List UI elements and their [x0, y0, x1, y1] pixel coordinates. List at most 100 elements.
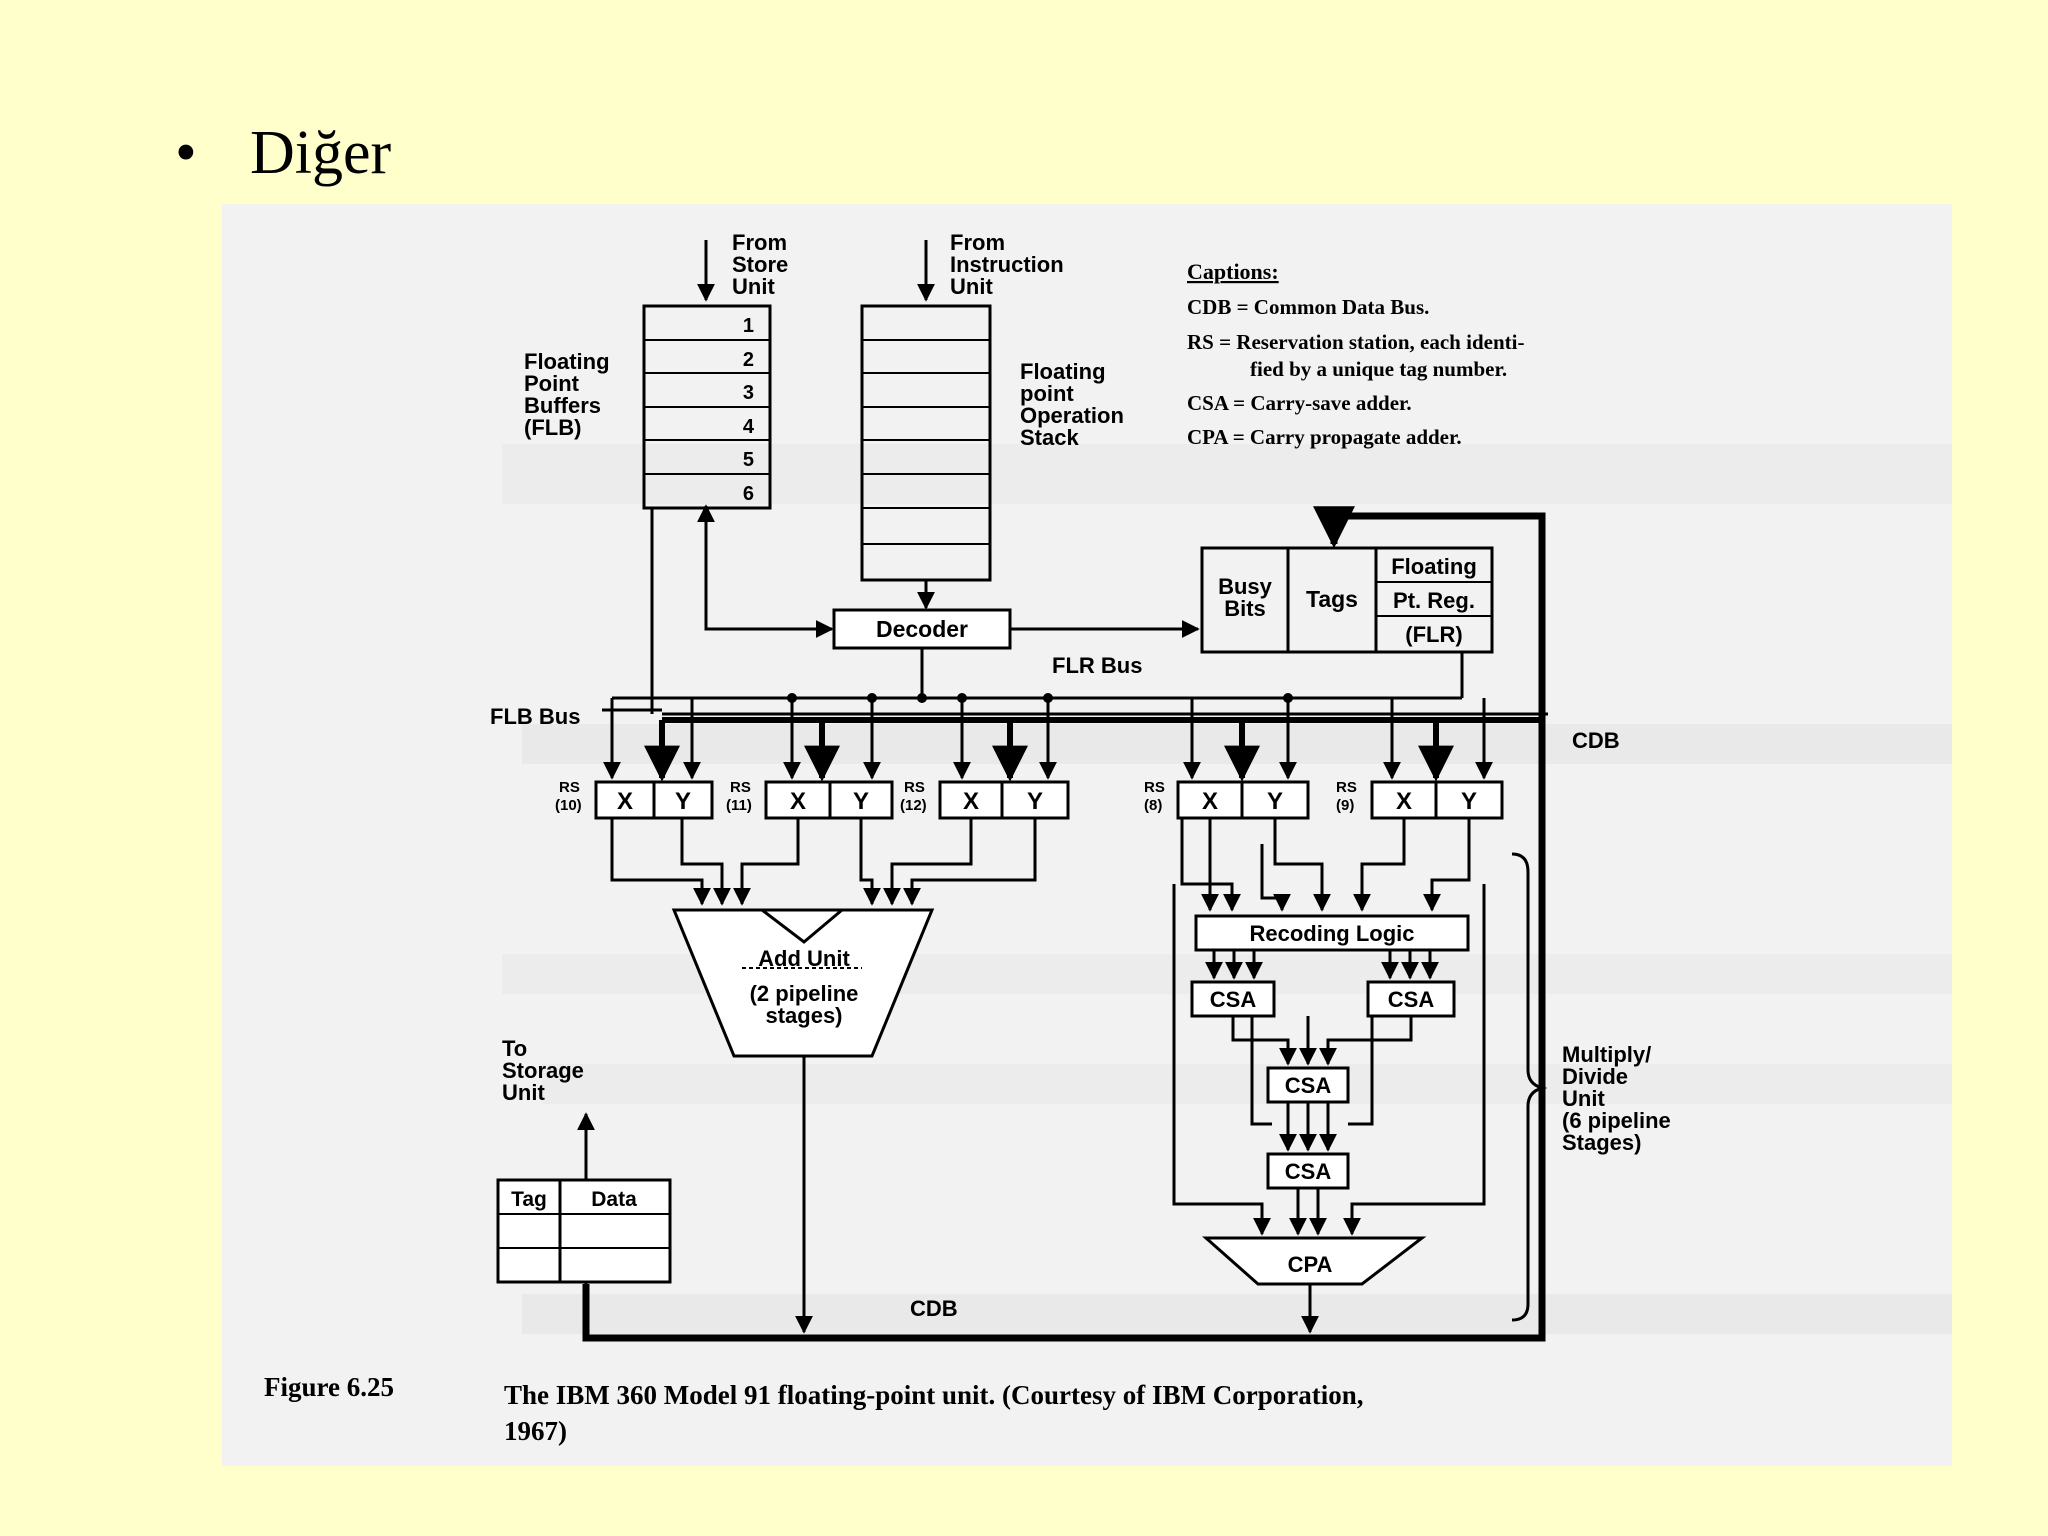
- cpa-label: CPA: [1288, 1252, 1333, 1277]
- caption-rs: RS = Reservation station, each identi-: [1187, 330, 1524, 354]
- rs-station-11: [764, 780, 894, 820]
- to-storage-line3: Unit: [502, 1080, 545, 1105]
- flb-slot-4: 4: [743, 416, 755, 438]
- busy-bits-line1: Busy: [1218, 574, 1273, 599]
- rs-12-num: (12): [900, 797, 927, 814]
- rs-9-num: (9): [1336, 797, 1354, 814]
- rs-station-12: [938, 780, 1070, 820]
- csa-middle-label: CSA: [1285, 1073, 1332, 1098]
- rs-11-num: (11): [726, 797, 752, 814]
- caption-csa: CSA = Carry-save adder.: [1187, 391, 1412, 415]
- store-data-buffer: [496, 1178, 672, 1284]
- rs-to-adder-wires: [610, 818, 1037, 906]
- multiply-label-line2: Divide: [1562, 1064, 1628, 1089]
- rs-11-tag: RS: [730, 779, 751, 796]
- flb-label-line1: Floating: [524, 349, 610, 374]
- captions-heading: Captions:: [1187, 259, 1279, 284]
- busy-bits-line2: Bits: [1224, 596, 1266, 621]
- from-instruction-line1: From: [950, 230, 1005, 255]
- flb-slot-6: 6: [743, 483, 754, 505]
- figure-caption-line2: 1967): [504, 1416, 567, 1446]
- rs-station-8: [1176, 780, 1310, 820]
- rs-8-x: X: [1202, 788, 1218, 815]
- flb-label-line2: Point: [524, 371, 580, 396]
- csa-block-left: [1190, 980, 1276, 1018]
- slide-title: Diğer: [250, 119, 392, 187]
- flb-label-line4: (FLB): [524, 415, 581, 440]
- rs-8-tag: RS: [1144, 779, 1165, 796]
- from-instruction-line2: Instruction: [950, 252, 1064, 277]
- caption-cpa: CPA = Carry propagate adder.: [1187, 425, 1462, 449]
- rs-8-num: (8): [1144, 797, 1162, 814]
- rs-10-x: X: [617, 788, 633, 815]
- to-storage-line2: Storage: [502, 1058, 584, 1083]
- recoding-logic-label: Recoding Logic: [1250, 921, 1415, 946]
- bullet-dot: •: [175, 119, 197, 187]
- captions-legend: Captions: CDB = Common Data Bus. RS = Re…: [1187, 259, 1524, 449]
- flr-line3: (FLR): [1405, 622, 1462, 647]
- figure-number: Figure 6.25: [264, 1372, 394, 1402]
- csa-lower-label: CSA: [1285, 1159, 1332, 1184]
- rs-12-y: Y: [1027, 788, 1043, 815]
- flr-bus-label: FLR Bus: [1052, 653, 1142, 678]
- bus-drops: [603, 698, 1493, 782]
- flr-line1: Floating: [1391, 554, 1477, 579]
- caption-rs-cont: fied by a unique tag number.: [1250, 357, 1507, 381]
- bleed-through-text: [222, 204, 1952, 1466]
- csa-block-lower: [1266, 1152, 1350, 1190]
- flb-slot-2: 2: [743, 349, 754, 371]
- from-store-line1: From: [732, 230, 787, 255]
- rs-station-9: [1370, 780, 1504, 820]
- flb-bus-label: FLB Bus: [490, 704, 580, 729]
- flb-slot-1: 1: [743, 315, 754, 337]
- add-unit-sub1: (2 pipeline: [750, 981, 859, 1006]
- caption-cdb: CDB = Common Data Bus.: [1187, 295, 1429, 319]
- to-storage-line1: To: [502, 1036, 527, 1061]
- flb-slot-3: 3: [743, 382, 754, 404]
- multiply-label-line1: Multiply/: [1562, 1042, 1651, 1067]
- tag-header: Tag: [511, 1188, 547, 1211]
- ibm-360-fpu-diagram: From Store Unit From Instruction Unit 1 …: [222, 204, 1952, 1466]
- bus-junction-dots: [787, 693, 1293, 703]
- cdb-label-right: CDB: [1572, 728, 1620, 753]
- csa-left-label: CSA: [1210, 987, 1257, 1012]
- cdb-label-bottom: CDB: [910, 1296, 958, 1321]
- from-instruction-line3: Unit: [950, 274, 993, 299]
- rs-to-multiplier-wires: [1180, 818, 1471, 912]
- add-unit: [671, 908, 935, 1058]
- multiplier-internal-wires: [1172, 884, 1486, 1236]
- flb-slot-5: 5: [743, 449, 754, 471]
- rs-12-x: X: [963, 788, 979, 815]
- recoding-logic-block: [1194, 914, 1470, 952]
- csa-right-label: CSA: [1388, 987, 1435, 1012]
- from-store-line3: Unit: [732, 274, 775, 299]
- csa-block-middle: [1266, 1066, 1350, 1104]
- cpa-block: [1202, 1236, 1427, 1286]
- from-store-line2: Store: [732, 252, 788, 277]
- data-header: Data: [591, 1188, 637, 1211]
- fpos-label-line2: point: [1020, 381, 1074, 406]
- rs-station-10: [594, 780, 714, 820]
- flb-stack: 1 2 3 4 5 6: [642, 304, 772, 510]
- rs-10-y: Y: [675, 788, 691, 815]
- rs-9-y: Y: [1461, 788, 1477, 815]
- multiply-label-line5: Stages): [1562, 1130, 1641, 1155]
- multiply-label-line4: (6 pipeline: [1562, 1108, 1671, 1133]
- rs-10-num: (10): [555, 797, 582, 814]
- flr-line2: Pt. Reg.: [1393, 588, 1475, 613]
- rs-11-x: X: [790, 788, 806, 815]
- fpos-label-line3: Operation: [1020, 403, 1124, 428]
- rs-10-tag: RS: [559, 779, 580, 796]
- fpos-label-line4: Stack: [1020, 425, 1079, 450]
- tags-label: Tags: [1306, 586, 1358, 612]
- multiply-label-line3: Unit: [1562, 1086, 1605, 1111]
- add-unit-label: Add Unit: [758, 946, 850, 971]
- decoder-label: Decoder: [876, 616, 968, 642]
- rs-9-x: X: [1396, 788, 1412, 815]
- flb-label-line3: Buffers: [524, 393, 601, 418]
- rs-8-y: Y: [1267, 788, 1283, 815]
- figure-caption: The IBM 360 Model 91 floating-point unit…: [504, 1380, 1364, 1410]
- add-unit-sub2: stages): [765, 1003, 842, 1028]
- rs-9-tag: RS: [1336, 779, 1357, 796]
- rs-11-y: Y: [853, 788, 869, 815]
